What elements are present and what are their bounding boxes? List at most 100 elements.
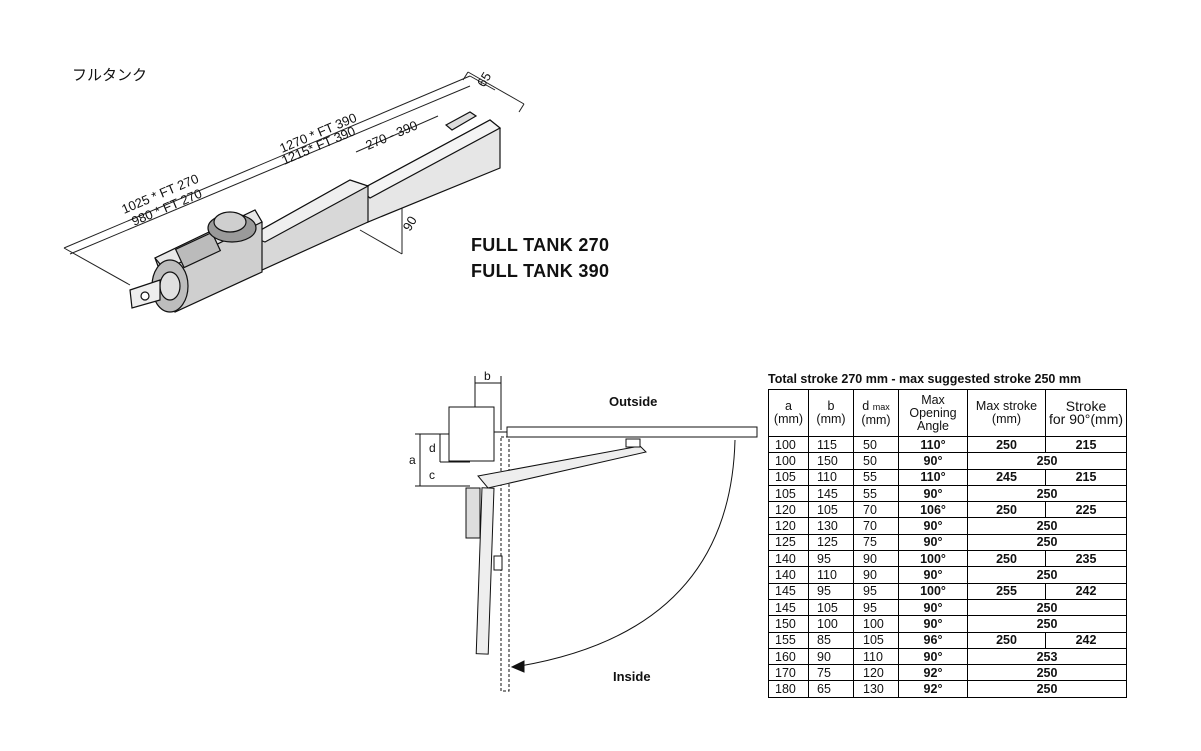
model-name-270: FULL TANK 270 bbox=[471, 235, 610, 255]
cell-angle: 90° bbox=[898, 615, 968, 633]
col-header-max-stroke: Max stroke (mm) bbox=[967, 389, 1046, 437]
col-a-unit: (mm) bbox=[773, 412, 804, 426]
product-title-jp: フルタンク bbox=[72, 66, 148, 84]
col-d-sub: max bbox=[872, 401, 890, 412]
cell-b: 65 bbox=[808, 680, 854, 698]
cell-angle: 90° bbox=[898, 534, 968, 552]
cell-stroke-90: 225 bbox=[1045, 501, 1127, 519]
cell-a: 120 bbox=[768, 501, 809, 519]
cell-max-stroke: 250 bbox=[967, 501, 1046, 519]
cell-b: 95 bbox=[808, 583, 854, 600]
cell-stroke-90: 242 bbox=[1045, 583, 1127, 600]
cell-stroke-merged: 250 bbox=[967, 599, 1127, 617]
cell-b: 95 bbox=[808, 550, 854, 568]
label-c: c bbox=[429, 468, 435, 482]
gate-leaf-closed bbox=[506, 426, 758, 438]
cell-d: 105 bbox=[853, 632, 899, 649]
col-angle-line1: Max bbox=[921, 392, 945, 407]
cell-d: 95 bbox=[853, 599, 899, 617]
cell-b: 110 bbox=[808, 469, 854, 486]
cell-b: 115 bbox=[808, 436, 854, 454]
model-name-390: FULL TANK 390 bbox=[471, 261, 610, 281]
cell-max-stroke: 245 bbox=[967, 469, 1046, 486]
cell-stroke-merged: 250 bbox=[967, 615, 1127, 633]
cell-angle: 110° bbox=[898, 436, 968, 454]
col-header-a: a (mm) bbox=[768, 389, 809, 437]
cell-b: 85 bbox=[808, 632, 854, 649]
cell-d: 70 bbox=[853, 501, 899, 519]
cell-stroke-90: 215 bbox=[1045, 469, 1127, 486]
cell-d: 100 bbox=[853, 615, 899, 633]
cell-stroke-merged: 250 bbox=[967, 664, 1127, 682]
cell-a: 150 bbox=[768, 615, 809, 633]
cell-stroke-merged: 250 bbox=[967, 517, 1127, 535]
dim-label-width: 65 bbox=[474, 69, 494, 89]
col-header-angle: Max Opening Angle bbox=[898, 389, 968, 437]
cell-b: 145 bbox=[808, 485, 854, 503]
cell-d: 55 bbox=[853, 469, 899, 486]
label-inside: Inside bbox=[613, 669, 651, 684]
cell-a: 145 bbox=[768, 583, 809, 600]
cell-b: 110 bbox=[808, 566, 854, 584]
cell-angle: 90° bbox=[898, 599, 968, 617]
cell-a: 125 bbox=[768, 534, 809, 552]
cell-stroke-merged: 253 bbox=[967, 648, 1127, 666]
cell-a: 120 bbox=[768, 517, 809, 535]
cell-a: 170 bbox=[768, 664, 809, 682]
col-angle-line2: Opening bbox=[909, 405, 957, 420]
cell-a: 100 bbox=[768, 452, 809, 470]
dim-line-height bbox=[359, 229, 403, 255]
col-angle-line3: Angle bbox=[917, 418, 949, 433]
cell-a: 145 bbox=[768, 599, 809, 617]
cell-d: 120 bbox=[853, 664, 899, 682]
operator-open bbox=[475, 487, 495, 655]
cell-angle: 90° bbox=[898, 517, 968, 535]
operator-closed bbox=[477, 445, 647, 489]
label-b: b bbox=[484, 369, 491, 383]
cell-max-stroke: 250 bbox=[967, 632, 1046, 649]
dim-line-width bbox=[467, 71, 525, 105]
cell-stroke-90: 235 bbox=[1045, 550, 1127, 568]
cell-d: 55 bbox=[853, 485, 899, 503]
cell-d: 110 bbox=[853, 648, 899, 666]
cell-angle: 92° bbox=[898, 680, 968, 698]
col-d-letter: d bbox=[862, 398, 870, 413]
cell-angle: 106° bbox=[898, 501, 968, 519]
col-stroke90-line2: for 90°(mm) bbox=[1048, 411, 1124, 427]
label-outside: Outside bbox=[609, 394, 657, 409]
operator-body bbox=[129, 111, 502, 313]
cell-stroke-merged: 250 bbox=[967, 534, 1127, 552]
cell-angle: 96° bbox=[898, 632, 968, 649]
cell-b: 125 bbox=[808, 534, 854, 552]
cell-d: 95 bbox=[853, 583, 899, 600]
cell-stroke-90: 215 bbox=[1045, 436, 1127, 454]
cell-angle: 100° bbox=[898, 583, 968, 600]
cell-a: 140 bbox=[768, 566, 809, 584]
col-header-stroke-90: Stroke for 90°(mm) bbox=[1045, 389, 1127, 437]
cell-stroke-merged: 250 bbox=[967, 680, 1127, 698]
cell-d: 130 bbox=[853, 680, 899, 698]
dim-line-overall-inner bbox=[69, 85, 471, 255]
label-a: a bbox=[409, 453, 416, 467]
cell-stroke-merged: 250 bbox=[967, 452, 1127, 470]
cell-a: 105 bbox=[768, 469, 809, 486]
col-b-unit: (mm) bbox=[816, 412, 846, 426]
cell-a: 160 bbox=[768, 648, 809, 666]
cell-d: 75 bbox=[853, 534, 899, 552]
cell-angle: 90° bbox=[898, 452, 968, 470]
dim-line-stroke bbox=[355, 115, 439, 153]
col-stroke90-line1: Stroke bbox=[1065, 398, 1107, 414]
